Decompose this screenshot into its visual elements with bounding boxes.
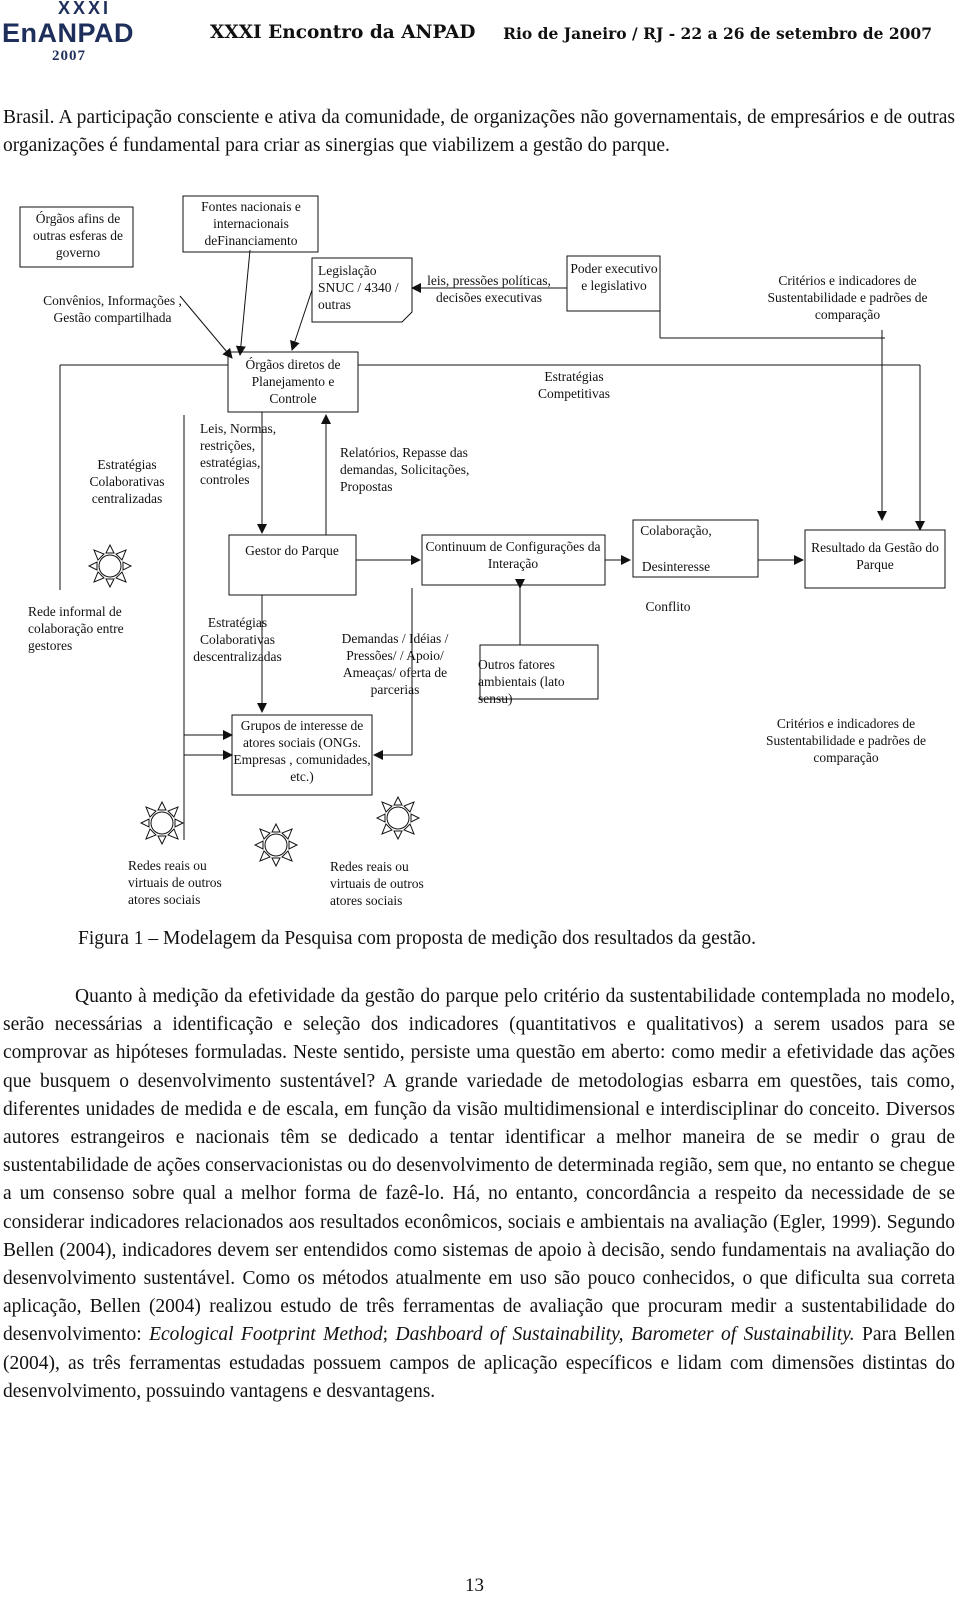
rede-informal-label: Rede informal de colaboração entre gesto… xyxy=(28,604,124,653)
resultado-label: Resultado da Gestão do Parque xyxy=(811,540,939,572)
intro-paragraph: Brasil. A participação consciente e ativ… xyxy=(3,107,955,157)
conflito-label: Conflito xyxy=(645,599,691,614)
figure-caption: Figura 1 – Modelagem da Pesquisa com pro… xyxy=(78,928,757,949)
separator-2 xyxy=(624,1324,631,1345)
legislacao-label: Legislação SNUC / 4340 / outras xyxy=(318,263,399,312)
relatorios-label: Relatórios, Repasse das demandas, Solici… xyxy=(340,445,470,494)
tool-dashboard: Dashboard of Sustainability, xyxy=(395,1324,624,1346)
research-model-diagram: Órgãos afins de outras esferas de govern… xyxy=(0,190,960,915)
outros-fatores-label: Outros fatores ambientais (lato sensu) xyxy=(478,657,565,706)
event-title: XXXI Encontro da ANPAD xyxy=(210,22,476,43)
demandas-label: Demandas / Idéias / Pressões/ / Apoio/ A… xyxy=(341,631,449,697)
estrategias-competitivas-label: Estratégias Competitivas xyxy=(530,368,618,402)
redes-label-1: Redes reais ou virtuais de outros atores… xyxy=(128,858,222,907)
tool-barometer: Barometer of Sustainability. xyxy=(630,1324,855,1346)
leis-normas-label: Leis, Normas, restrições, estratégias, c… xyxy=(200,421,277,487)
poder-label: Poder executivo e legislativo xyxy=(570,261,658,293)
fontes-label: Fontes nacionais e internacionais deFina… xyxy=(201,199,301,248)
convenios-label: Convênios, Informações , Gestão comparti… xyxy=(43,293,182,325)
diagram-connectors xyxy=(19,195,946,867)
estrategias-descentralizadas-label: Estratégias Colaborativas descentralizad… xyxy=(193,615,282,664)
colaboracao-label: Colaboração, xyxy=(640,523,712,538)
page-number: 13 xyxy=(465,1575,484,1596)
redes-label-2: Redes reais ou virtuais de outros atores… xyxy=(330,859,424,908)
logo-roman-numeral: XXXI xyxy=(58,0,112,18)
orgaos-afins-label: Órgãos afins de outras esferas de govern… xyxy=(33,211,123,260)
enanpad-logo: EnANPAD xyxy=(2,18,135,48)
main-paragraph-text-1: Quanto à medição da efetividade da gestã… xyxy=(3,986,955,1346)
estrategias-centralizadas-label: Estratégias Colaborativas centralizadas xyxy=(89,457,165,506)
separator-1: ; xyxy=(382,1324,396,1346)
criterios-top-label: Critérios e indicadores de Sustentabilid… xyxy=(767,273,928,322)
leis-pressoes-label: leis, pressões políticas, decisões execu… xyxy=(427,273,551,305)
event-place-date: Rio de Janeiro / RJ - 22 a 26 de setembr… xyxy=(503,24,932,43)
orgaos-diretos-label: Órgãos diretos de Planejamento e Control… xyxy=(245,357,341,406)
criterios-bottom-label: Critérios e indicadores de Sustentabilid… xyxy=(765,716,927,765)
logo-year: 2007 xyxy=(52,48,86,64)
tool-ecological-footprint: Ecological Footprint Method xyxy=(149,1324,383,1346)
main-paragraph-text-2: Para Bellen (2004), as três ferramentas … xyxy=(3,1324,956,1402)
main-paragraph: Quanto à medição da efetividade da gestã… xyxy=(3,983,955,1406)
page-header: XXXI EnANPAD 2007 XXXI Encontro da ANPAD… xyxy=(0,0,960,70)
desinteresse-label: Desinteresse xyxy=(641,559,711,574)
continuum-label: Continuum de Configurações da Interação xyxy=(425,539,601,571)
grupos-label: Grupos de interesse de atores sociais (O… xyxy=(233,718,371,784)
gestor-label: Gestor do Parque xyxy=(245,543,339,558)
